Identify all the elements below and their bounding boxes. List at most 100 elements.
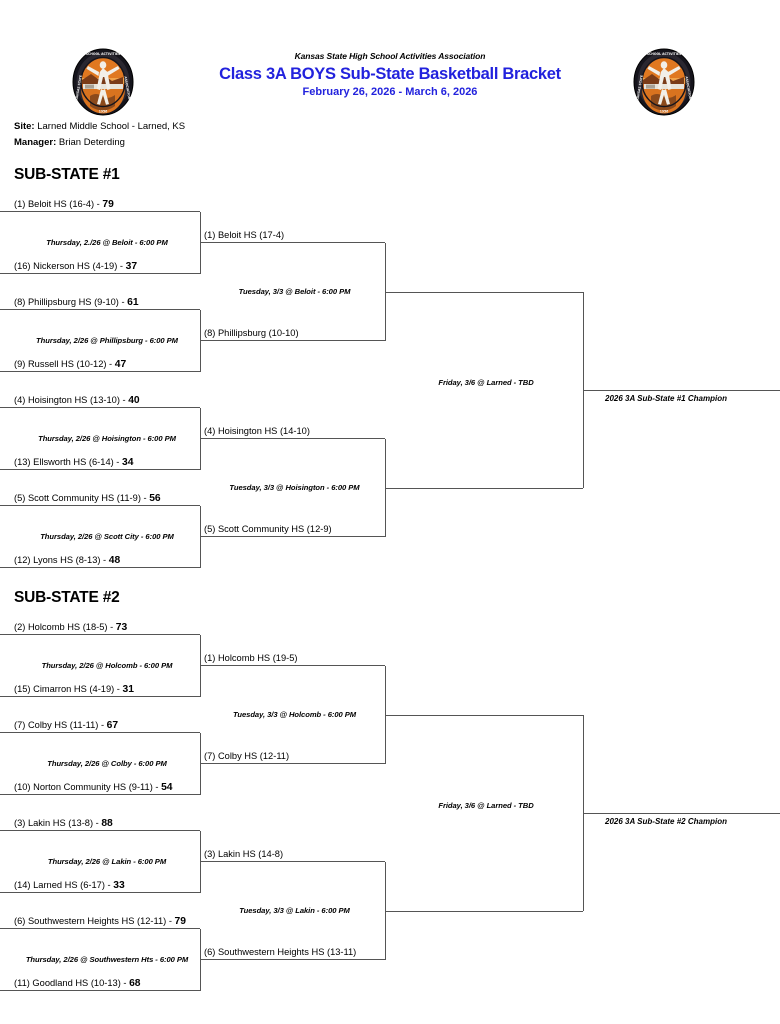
team-slot-line — [0, 794, 200, 795]
team-name: (15) Cimarron HS (4-19) - — [14, 684, 123, 694]
bracket-advancing-slot: (8) Phillipsburg (10-10) — [200, 326, 385, 341]
team-name: (12) Lyons HS (8-13) - — [14, 555, 109, 565]
semifinal-connector-line — [385, 715, 583, 716]
association-name: Kansas State High School Activities Asso… — [294, 51, 486, 61]
round1-game-info: Thursday, 2./26 @ Beloit - 6:00 PM — [46, 238, 168, 247]
round1-bracket-connector — [200, 212, 201, 274]
team-name-and-score: (12) Lyons HS (8-13) - 48 — [14, 554, 120, 567]
team-score: 33 — [113, 880, 125, 891]
semifinal-connector-line — [385, 911, 583, 912]
bracket-advancing-slot: (3) Lakin HS (14-8) — [200, 847, 385, 862]
round1-bracket-connector — [200, 733, 201, 795]
round1-bracket-connector — [200, 635, 201, 697]
team-name-and-score: (3) Lakin HS (13-8) - 88 — [14, 817, 113, 830]
manager-value: Brian Deterding — [58, 137, 125, 148]
bracket-team-slot: (6) Southwestern Heights HS (12-11) - 79 — [0, 913, 200, 929]
svg-text:KANSAS STATE: KANSAS STATE — [74, 75, 82, 101]
svg-text:SCHOOL ACTIVITIES: SCHOOL ACTIVITIES — [86, 52, 120, 56]
round1-game-info: Thursday, 2/26 @ Phillipsburg - 6:00 PM — [36, 336, 178, 345]
round1-bracket-connector — [200, 310, 201, 372]
round1-game-info: Thursday, 2/26 @ Scott City - 6:00 PM — [40, 532, 174, 541]
svg-text:1956: 1956 — [660, 110, 669, 114]
bracket-team-slot: (5) Scott Community HS (11-9) - 56 — [0, 490, 200, 506]
team-score: 88 — [101, 818, 113, 829]
advancing-team-name: (8) Phillipsburg (10-10) — [204, 328, 299, 338]
team-name-and-score: (4) Hoisington HS (13-10) - 40 — [14, 394, 140, 407]
team-name: (13) Ellsworth HS (6-14) - — [14, 457, 122, 467]
kshsaa-seal-icon: SCHOOL ACTIVITIES 1956 KANSAS STATE ASSO… — [72, 48, 134, 116]
team-score: 47 — [114, 359, 127, 370]
advancing-slot-line — [200, 665, 385, 666]
bracket-team-slot: (12) Lyons HS (8-13) - 48 — [0, 552, 200, 568]
team-name-and-score: (6) Southwestern Heights HS (12-11) - 79 — [14, 915, 186, 928]
team-name-and-score: (10) Norton Community HS (9-11) - 54 — [14, 781, 173, 794]
advancing-team-name: (3) Lakin HS (14-8) — [204, 849, 284, 859]
substate-1-bracket: (1) Beloit HS (16-4) - 79 (16) Nickerson … — [0, 198, 780, 580]
svg-text:SCHOOL ACTIVITIES: SCHOOL ACTIVITIES — [647, 52, 681, 56]
site-label: Site: — [14, 121, 35, 132]
bracket-team-slot: (3) Lakin HS (13-8) - 88 — [0, 815, 200, 831]
bracket-team-slot: (15) Cimarron HS (4-19) - 31 — [0, 681, 200, 697]
bracket-advancing-slot: (5) Scott Community HS (12-9) — [200, 522, 385, 537]
team-name: (9) Russell HS (10-12) - — [14, 359, 115, 369]
team-name: (7) Colby HS (11-11) - — [14, 720, 107, 730]
round2-game-info: Tuesday, 3/3 @ Hoisington - 6:00 PM — [229, 483, 360, 492]
team-name-and-score: (5) Scott Community HS (11-9) - 56 — [14, 492, 161, 505]
advancing-slot-line — [200, 438, 385, 439]
team-name: (14) Larned HS (6-17) - — [14, 880, 114, 890]
bracket-advancing-slot: (1) Beloit HS (17-4) — [200, 228, 385, 243]
team-slot-line — [0, 371, 200, 372]
bracket-advancing-slot: (4) Hoisington HS (14-10) — [200, 424, 385, 439]
site-value: Larned Middle School - Larned, KS — [37, 121, 186, 132]
team-slot-line — [0, 505, 200, 506]
team-slot-line — [0, 830, 200, 831]
round1-bracket-connector — [200, 929, 201, 991]
round1-game-info: Thursday, 2/26 @ Southwestern Hts - 6:00… — [25, 955, 189, 964]
team-name: (10) Norton Community HS (9-11) - — [14, 782, 162, 792]
team-name-and-score: (8) Phillipsburg HS (9-10) - 61 — [14, 296, 139, 309]
team-score: 54 — [161, 782, 173, 793]
bracket-advancing-slot: (7) Colby HS (12-11) — [200, 749, 385, 764]
team-name-and-score: (1) Beloit HS (16-4) - 79 — [14, 198, 114, 211]
round1-game-info: Thursday, 2/26 @ Holcomb - 6:00 PM — [41, 661, 173, 670]
round2-game-info: Tuesday, 3/3 @ Beloit - 6:00 PM — [238, 287, 351, 296]
team-name: (2) Holcomb HS (18-5) - — [14, 622, 116, 632]
team-score: 73 — [115, 622, 128, 633]
team-score: 79 — [174, 916, 186, 927]
svg-text:KANSAS STATE: KANSAS STATE — [635, 75, 643, 101]
advancing-slot-line — [200, 340, 385, 341]
bracket-team-slot: (11) Goodland HS (10-13) - 68 — [0, 975, 200, 991]
team-slot-line — [0, 990, 200, 991]
team-name: (5) Scott Community HS (11-9) - — [14, 493, 150, 503]
semifinal-connector-line — [385, 488, 583, 489]
team-name: (11) Goodland HS (10-13) - — [14, 978, 130, 988]
team-name-and-score: (2) Holcomb HS (18-5) - 73 — [14, 621, 127, 634]
team-slot-line — [0, 928, 200, 929]
svg-text:ASSOCIATION: ASSOCIATION — [684, 76, 692, 100]
team-slot-line — [0, 309, 200, 310]
champion-line — [583, 813, 780, 814]
team-score: 31 — [122, 684, 134, 695]
substate-1-title: SUB-STATE #1 — [14, 166, 120, 183]
page-header: SCHOOL ACTIVITIES 1956 KANSAS STATE ASSO… — [0, 0, 780, 116]
bracket-advancing-slot: (6) Southwestern Heights HS (13-11) — [200, 945, 385, 960]
round1-bracket-connector — [200, 831, 201, 893]
bracket-team-slot: (2) Holcomb HS (18-5) - 73 — [0, 619, 200, 635]
team-name: (6) Southwestern Heights HS (12-11) - — [14, 916, 175, 926]
team-name: (16) Nickerson HS (4-19) - — [14, 261, 126, 271]
team-slot-line — [0, 634, 200, 635]
advancing-slot-line — [200, 861, 385, 862]
team-slot-line — [0, 273, 200, 274]
round1-bracket-connector — [200, 408, 201, 470]
team-name-and-score: (9) Russell HS (10-12) - 47 — [14, 358, 126, 371]
team-name-and-score: (7) Colby HS (11-11) - 67 — [14, 719, 118, 732]
team-name: (3) Lakin HS (13-8) - — [14, 818, 102, 828]
advancing-team-name: (5) Scott Community HS (12-9) — [204, 524, 332, 534]
semifinal-connector-line — [385, 292, 583, 293]
bracket-team-slot: (13) Ellsworth HS (6-14) - 34 — [0, 454, 200, 470]
team-slot-line — [0, 892, 200, 893]
svg-text:1956: 1956 — [99, 110, 108, 114]
round1-bracket-connector — [200, 506, 201, 568]
team-slot-line — [0, 696, 200, 697]
advancing-slot-line — [200, 242, 385, 243]
